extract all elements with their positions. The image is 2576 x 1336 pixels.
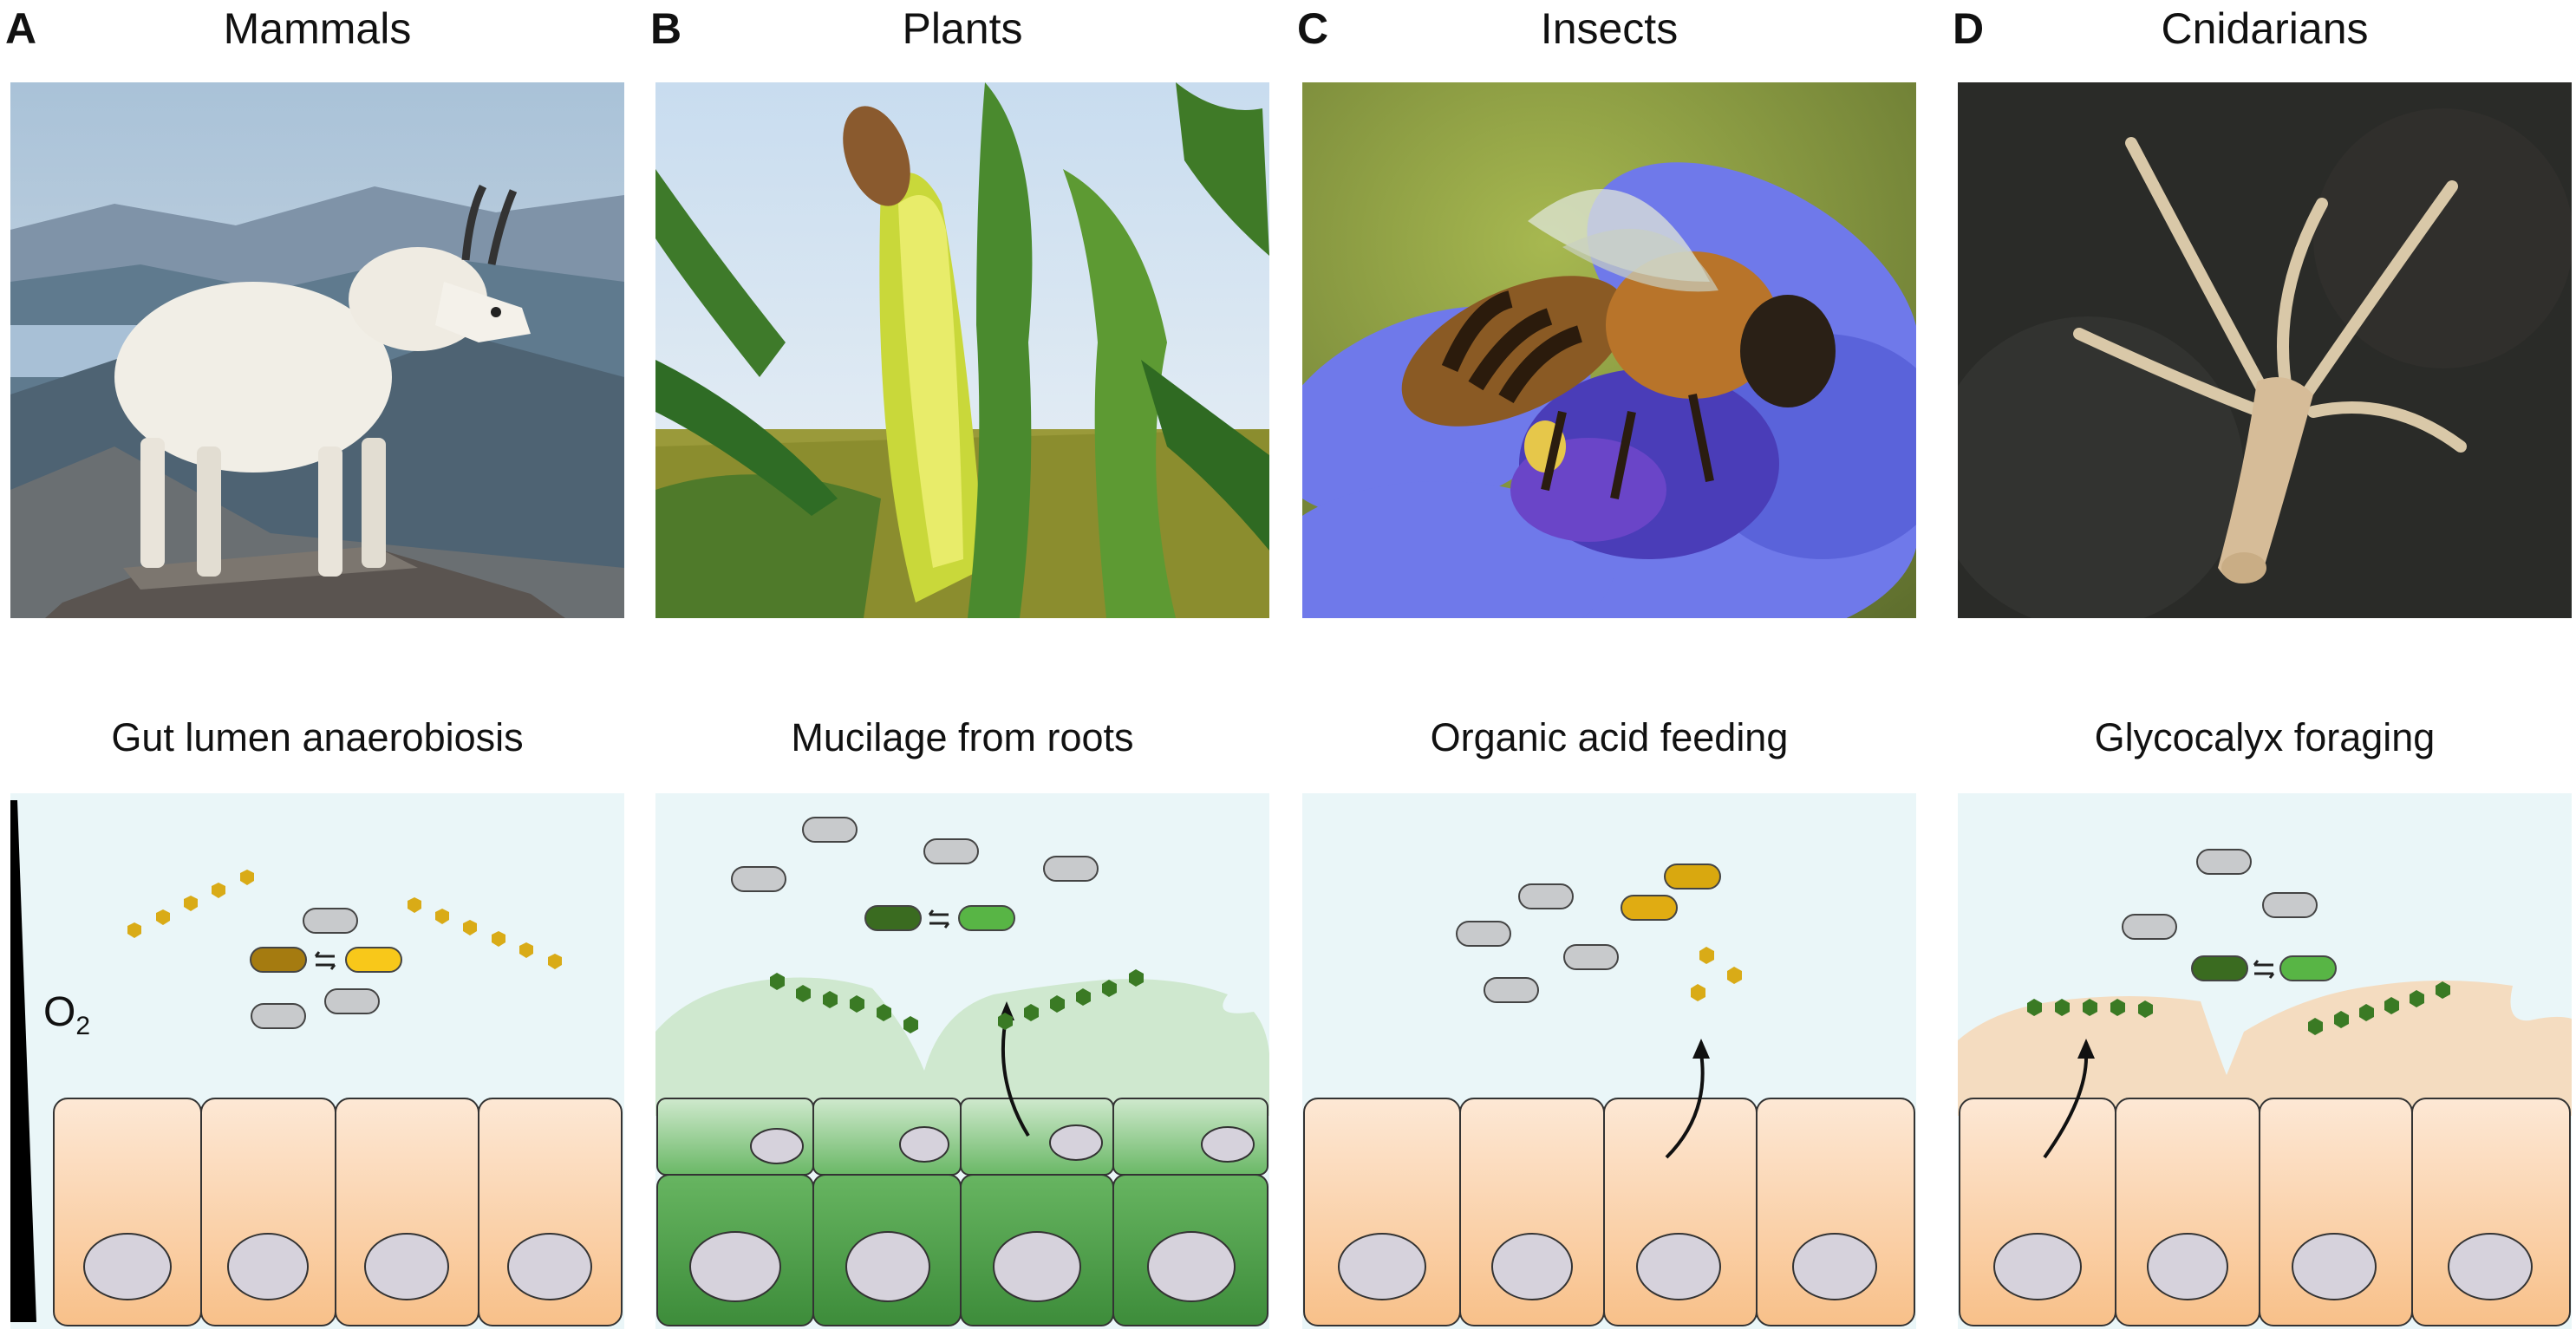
honeybee-on-cornflower-photo [1302,82,1916,618]
panel-subtitle: Glycocalyx foraging [2094,715,2436,759]
epithelial-cells [1959,1098,2571,1326]
organic-acid-diagram [1302,793,1916,1329]
uptake-arrow-icon [1665,1053,1705,1159]
panel-letter: C [1297,4,1329,53]
panel-title: Mammals [223,4,412,53]
hydra-photo [1958,82,2572,618]
uptake-arrowhead-icon [2077,1039,2095,1059]
polysaccharide-chain [408,897,562,969]
mountain-goat-photo [10,82,624,618]
polysaccharide-chain [770,973,918,1033]
panel-letter: A [5,4,37,53]
exchange-arrows-icon [928,909,950,929]
panel-letter: B [650,4,682,53]
uptake-arrow-icon [2043,1053,2089,1159]
uptake-arrowhead-icon [1692,1039,1710,1059]
panel-cnidarians: D Cnidarians Glycocalyx foraging [1953,0,2572,1336]
panel-title: Plants [902,4,1023,53]
epithelial-cells [1303,1098,1915,1326]
root-cells [656,1098,1268,1326]
organic-acids [1691,947,1742,1001]
panel-letter: D [1953,4,1985,53]
panel-mammals: A Mammals [5,0,624,1336]
corn-plant-photo [655,82,1269,618]
mucilage-layer [655,977,1269,1116]
bacteria [1456,864,1721,1003]
panel-subtitle: Gut lumen anaerobiosis [111,715,524,759]
polysaccharide-chain [998,969,1144,1030]
glycocalyx-layer [1958,981,2572,1116]
bacteria [2122,849,2337,981]
epithelial-cells [53,1098,623,1326]
bacteria [731,817,1099,931]
bacteria [250,908,402,1029]
polysaccharide-chain [2308,981,2450,1035]
panel-subtitle: Organic acid feeding [1430,715,1789,759]
glycocalyx-diagram [1958,793,2572,1329]
panel-title: Insects [1540,4,1679,53]
exchange-arrows-icon [314,951,336,970]
polysaccharide-chain [127,870,254,938]
gut-lumen-diagram: O2 [10,793,624,1329]
root-mucilage-diagram [655,793,1269,1329]
panel-title: Cnidarians [2161,4,2369,53]
polysaccharide-chain [2027,999,2153,1018]
panel-insects: C Insects [1297,0,1916,1336]
oxygen-gradient-wedge [10,800,36,1322]
panel-plants: B Plants Mucilage from roots [650,0,1269,1336]
exchange-arrows-icon [2253,960,2275,979]
panel-subtitle: Mucilage from roots [791,715,1134,759]
